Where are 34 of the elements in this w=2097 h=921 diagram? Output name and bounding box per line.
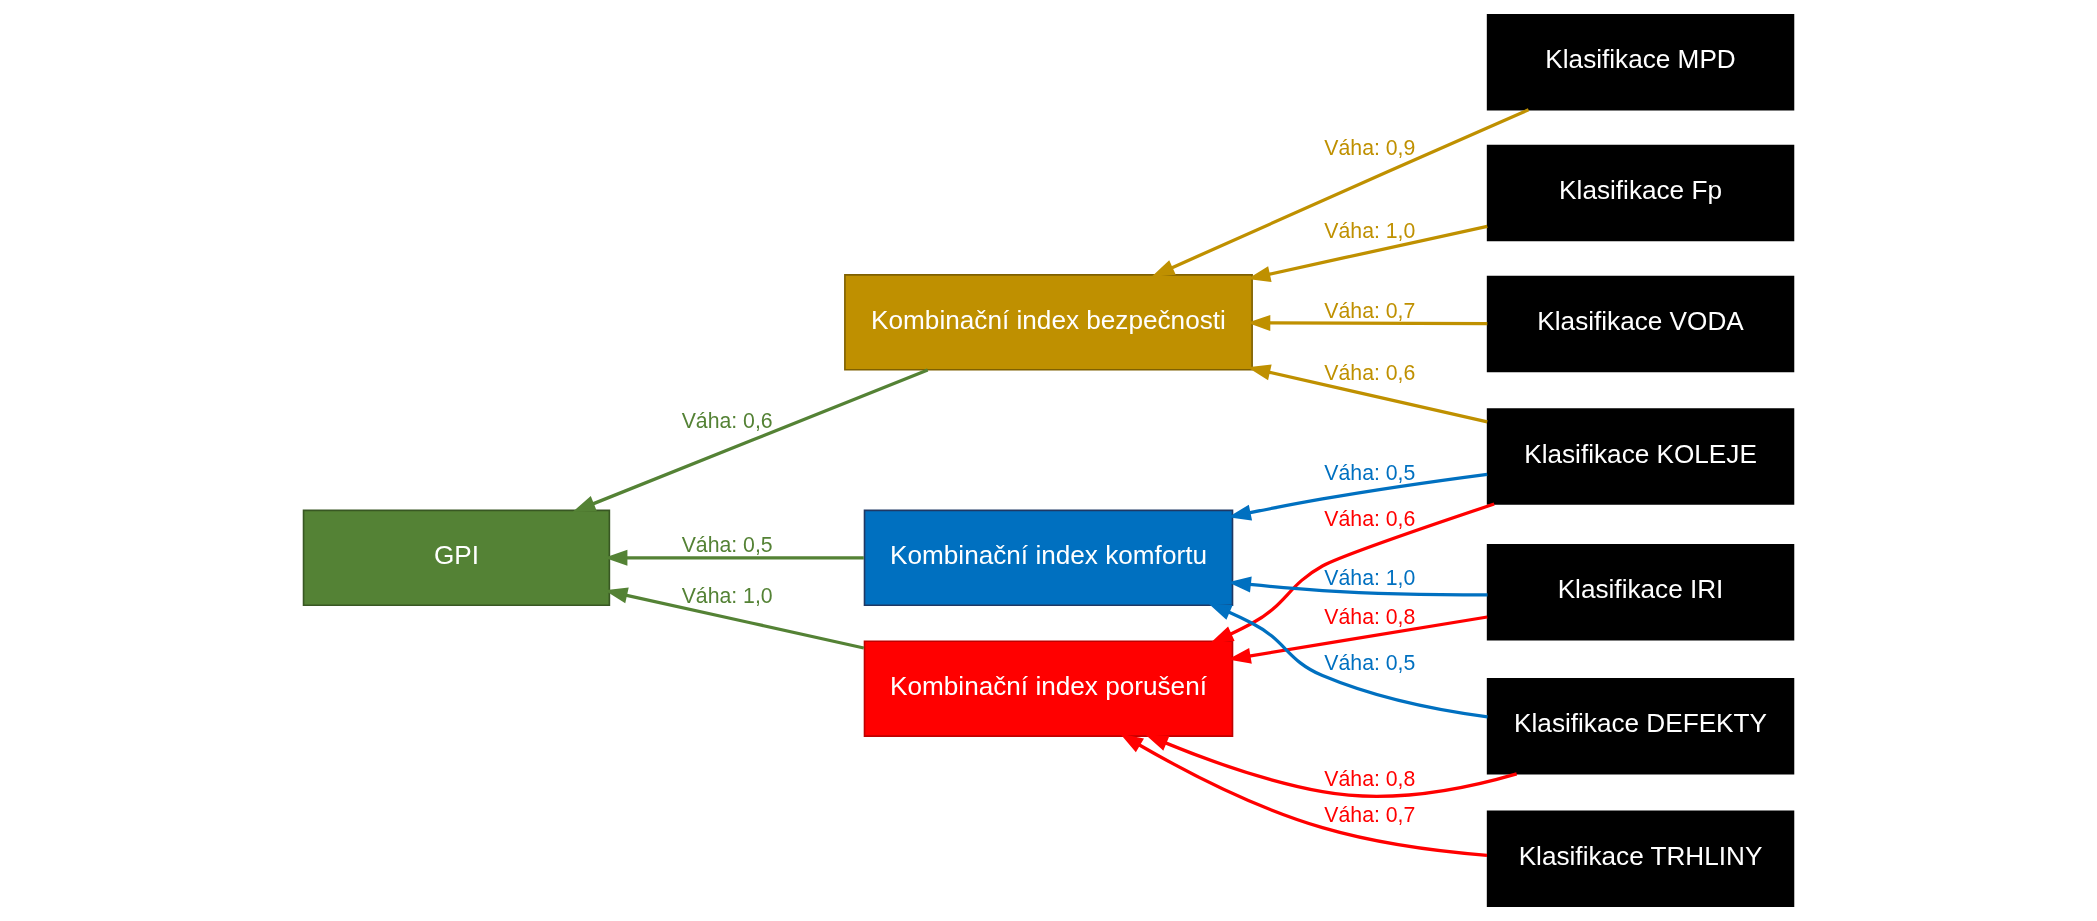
node-box: Klasifikace KOLEJE <box>1486 408 1795 505</box>
node-box: Klasifikace TRHLINY <box>1486 810 1795 907</box>
arrow <box>1120 733 1488 857</box>
edge-label: Váha: 1,0 <box>681 583 773 608</box>
node-box: Kombinační index komfortu <box>863 509 1234 607</box>
edge-label: Váha: 0,7 <box>1324 802 1416 827</box>
node-box: GPI <box>302 509 611 607</box>
arrow <box>1145 734 1518 798</box>
arrow <box>1151 108 1530 277</box>
edge-label: Váha: 0,8 <box>1324 604 1416 629</box>
edge-label: Váha: 0,5 <box>1324 650 1416 675</box>
node-box: Klasifikace IRI <box>1486 543 1795 641</box>
node-box: Kombinační index bezpečnosti <box>844 274 1253 371</box>
node-box: Klasifikace DEFEKTY <box>1486 678 1795 775</box>
arrow <box>1210 502 1495 644</box>
edge-label: Váha: 0,7 <box>1324 299 1416 324</box>
edge-label: Váha: 1,0 <box>1324 565 1416 590</box>
edge-label: Váha: 0,5 <box>681 532 773 557</box>
arrow <box>1228 576 1488 597</box>
edge-label: Váha: 0,6 <box>1324 361 1416 386</box>
node-box: Kombinační index porušení <box>863 640 1234 737</box>
edge-label: Váha: 0,5 <box>1324 460 1416 485</box>
edge-label: Váha: 0,6 <box>681 408 773 433</box>
node-box: Klasifikace VODA <box>1486 275 1795 373</box>
arrow <box>1247 364 1488 424</box>
edge-label: Váha: 0,6 <box>1324 506 1416 531</box>
edge-label: Váha: 0,9 <box>1324 135 1416 160</box>
arrow <box>1228 472 1488 521</box>
node-box: Klasifikace MPD <box>1486 14 1795 111</box>
node-box: Klasifikace Fp <box>1486 144 1795 242</box>
edge-label: Váha: 1,0 <box>1324 218 1416 243</box>
arrow <box>1208 603 1488 719</box>
arrow <box>572 368 929 513</box>
edge-label: Váha: 0,8 <box>1324 766 1416 791</box>
